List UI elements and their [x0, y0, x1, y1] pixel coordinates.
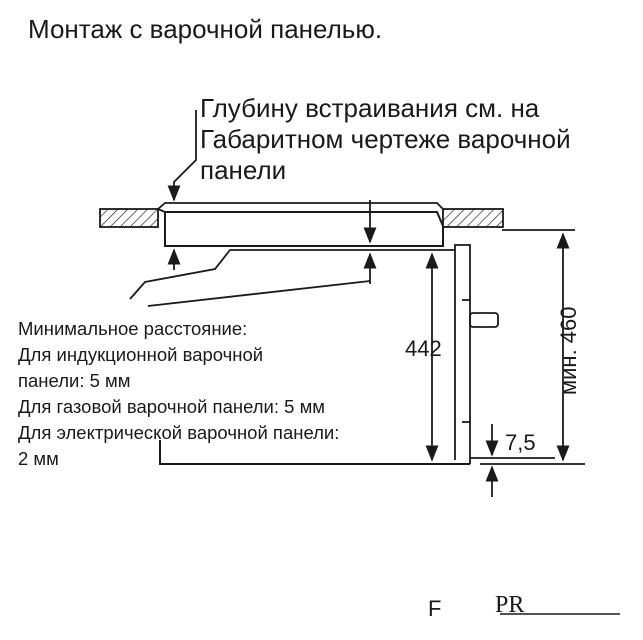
dim-460-label: мин. 460	[556, 307, 581, 396]
oven-bottom	[159, 440, 470, 465]
min-clearance-note: Минимальное расстояние: Для индукционной…	[18, 316, 339, 472]
cooktop-body	[164, 211, 444, 247]
countertop-right	[442, 208, 504, 228]
min-clearance-line: 2 мм	[18, 448, 59, 469]
min-clearance-line: панели: 5 мм	[18, 370, 131, 391]
depth-note-line: панели	[200, 155, 287, 185]
depth-note-line: Габаритном чертеже варочной	[200, 124, 571, 154]
cooktop-rim	[157, 202, 444, 210]
footer-letter: F	[428, 596, 442, 621]
min-clearance-line: Для электрической варочной панели:	[18, 422, 340, 443]
min-clearance-line: Минимальное расстояние:	[18, 318, 248, 339]
oven-handle	[469, 312, 499, 328]
depth-note-leader	[167, 110, 197, 202]
oven-top-contour	[129, 249, 455, 300]
depth-note-line: Глубину встраивания см. на	[200, 93, 540, 123]
depth-note: Глубину встраивания см. на Габаритном че…	[200, 93, 571, 186]
countertop-left	[99, 208, 159, 228]
min-clearance-line: Для индукционной варочной	[18, 344, 264, 365]
dim-442-label: 442	[405, 336, 442, 361]
oven-front	[454, 244, 471, 464]
dim-7-5-label: 7,5	[505, 430, 536, 455]
oven-slope-line	[147, 280, 371, 307]
min-clearance-line: Для газовой варочной панели: 5 мм	[18, 396, 326, 417]
footer-logo-text: PR	[495, 592, 524, 618]
page-title: Монтаж с варочной панелью.	[28, 14, 383, 44]
